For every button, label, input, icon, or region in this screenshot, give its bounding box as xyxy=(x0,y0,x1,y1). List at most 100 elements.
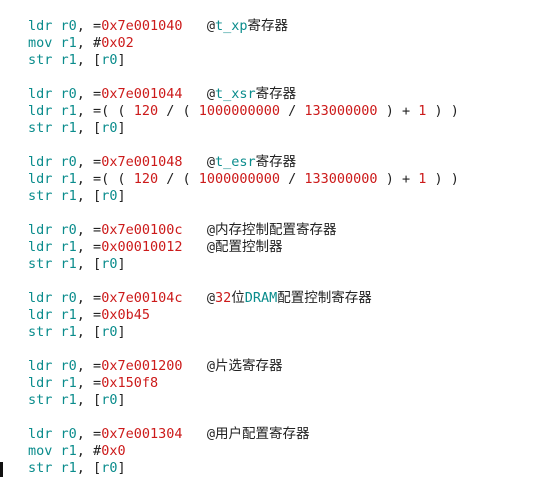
register: r1 xyxy=(60,188,77,204)
code-line[interactable]: ldr r0, =0x7e001044 @t_xsr寄存器 xyxy=(28,86,459,103)
comment: @ xyxy=(206,154,215,170)
instruction: ldr xyxy=(28,86,53,102)
instruction: ldr xyxy=(28,239,53,255)
number-literal: 1000000000 xyxy=(198,103,281,119)
code-line[interactable]: ldr r0, =0x7e001304 @用户配置寄存器 xyxy=(28,426,459,443)
register: r1 xyxy=(60,120,77,136)
code-punct xyxy=(52,18,60,34)
code-line[interactable] xyxy=(28,205,459,222)
code-punct xyxy=(52,256,60,272)
code-line[interactable]: ldr r0, =0x7e00100c @内存控制配置寄存器 xyxy=(28,222,459,239)
code-punct: , [ xyxy=(76,256,102,272)
code-punct: , = xyxy=(76,358,102,374)
code-line[interactable]: ldr r0, =0x7e001040 @t_xp寄存器 xyxy=(28,18,459,35)
code-punct: , = xyxy=(76,426,102,442)
code-punct: ] xyxy=(117,120,126,136)
code-line[interactable]: ldr r1, =( ( 120 / ( 1000000000 / 133000… xyxy=(28,103,459,120)
code-punct xyxy=(182,239,206,255)
code-line[interactable]: str r1, [r0] xyxy=(28,392,459,409)
code-punct xyxy=(52,290,60,306)
code-punct: / ( xyxy=(158,171,199,187)
comment-identifier: t_xsr xyxy=(215,86,256,102)
instruction: ldr xyxy=(28,290,53,306)
code-punct xyxy=(52,443,60,459)
code-punct xyxy=(52,392,60,408)
instruction: mov xyxy=(28,443,53,459)
instruction: ldr xyxy=(28,18,53,34)
code-punct xyxy=(182,86,206,102)
code-line[interactable]: str r1, [r0] xyxy=(28,324,459,341)
comment: @ xyxy=(206,18,215,34)
number-literal: 1000000000 xyxy=(198,171,281,187)
code-punct xyxy=(52,35,60,51)
comment: 寄存器 xyxy=(255,154,297,170)
number-literal: 0x0 xyxy=(101,443,126,459)
code-punct: , # xyxy=(76,443,102,459)
code-line[interactable]: str r1, [r0] xyxy=(28,256,459,273)
number-literal: 0x7e00100c xyxy=(101,222,183,238)
register: r1 xyxy=(60,103,77,119)
code-line[interactable] xyxy=(28,69,459,86)
code-line[interactable]: ldr r1, =0x150f8 xyxy=(28,375,459,392)
code-line[interactable]: ldr r0, =0x7e00104c @32位DRAM配置控制寄存器 xyxy=(28,290,459,307)
comment: @内存控制配置寄存器 xyxy=(206,222,337,238)
register: r0 xyxy=(60,358,77,374)
register: r0 xyxy=(101,256,118,272)
number-literal: 0x0b45 xyxy=(101,307,150,323)
code-line[interactable]: ldr r1, =0x00010012 @配置控制器 xyxy=(28,239,459,256)
code-line[interactable]: ldr r1, =0x0b45 xyxy=(28,307,459,324)
code-punct: , =( ( xyxy=(76,171,134,187)
comment: 寄存器 xyxy=(255,86,297,102)
register: r0 xyxy=(60,290,77,306)
number-literal: 120 xyxy=(133,171,159,187)
register: r0 xyxy=(101,460,118,476)
number-literal: 133000000 xyxy=(304,171,378,187)
code-line[interactable]: str r1, [r0] xyxy=(28,460,459,477)
code-punct xyxy=(52,171,60,187)
code-punct: , = xyxy=(76,86,102,102)
register: r0 xyxy=(101,52,118,68)
code-punct: ] xyxy=(117,460,126,476)
code-punct xyxy=(52,239,60,255)
instruction: ldr xyxy=(28,307,53,323)
code-line[interactable] xyxy=(28,409,459,426)
code-line[interactable]: str r1, [r0] xyxy=(28,52,459,69)
code-line[interactable]: ldr r0, =0x7e001200 @片选寄存器 xyxy=(28,358,459,375)
code-punct: , = xyxy=(76,307,102,323)
number-literal: 0x02 xyxy=(101,35,134,51)
code-punct xyxy=(52,154,60,170)
register: r1 xyxy=(60,35,77,51)
code-punct: ] xyxy=(117,52,126,68)
number-literal: 120 xyxy=(133,103,159,119)
code-punct: , = xyxy=(76,18,102,34)
code-line[interactable]: ldr r1, =( ( 120 / ( 1000000000 / 133000… xyxy=(28,171,459,188)
instruction: str xyxy=(28,324,53,340)
code-line[interactable]: mov r1, #0x02 xyxy=(28,35,459,52)
code-line[interactable]: str r1, [r0] xyxy=(28,188,459,205)
register: r1 xyxy=(60,324,77,340)
code-line[interactable] xyxy=(28,341,459,358)
instruction: ldr xyxy=(28,154,53,170)
code-line[interactable]: str r1, [r0] xyxy=(28,120,459,137)
code-punct xyxy=(52,460,60,476)
code-punct xyxy=(52,324,60,340)
register: r1 xyxy=(60,171,77,187)
code-punct xyxy=(182,290,206,306)
register: r0 xyxy=(60,426,77,442)
code-punct xyxy=(182,358,206,374)
code-punct: ) + xyxy=(377,171,419,187)
code-line[interactable] xyxy=(28,137,459,154)
comment: 配置控制寄存器 xyxy=(277,290,372,306)
code-line[interactable]: mov r1, #0x0 xyxy=(28,443,459,460)
code-punct xyxy=(52,375,60,391)
code-punct: , [ xyxy=(76,460,102,476)
code-punct: ] xyxy=(117,256,126,272)
code-line[interactable] xyxy=(28,273,459,290)
code-line[interactable]: ldr r0, =0x7e001048 @t_esr寄存器 xyxy=(28,154,459,171)
code-punct: , [ xyxy=(76,392,102,408)
instruction: str xyxy=(28,460,53,476)
code-punct xyxy=(182,18,206,34)
code-punct: ) + xyxy=(377,103,419,119)
